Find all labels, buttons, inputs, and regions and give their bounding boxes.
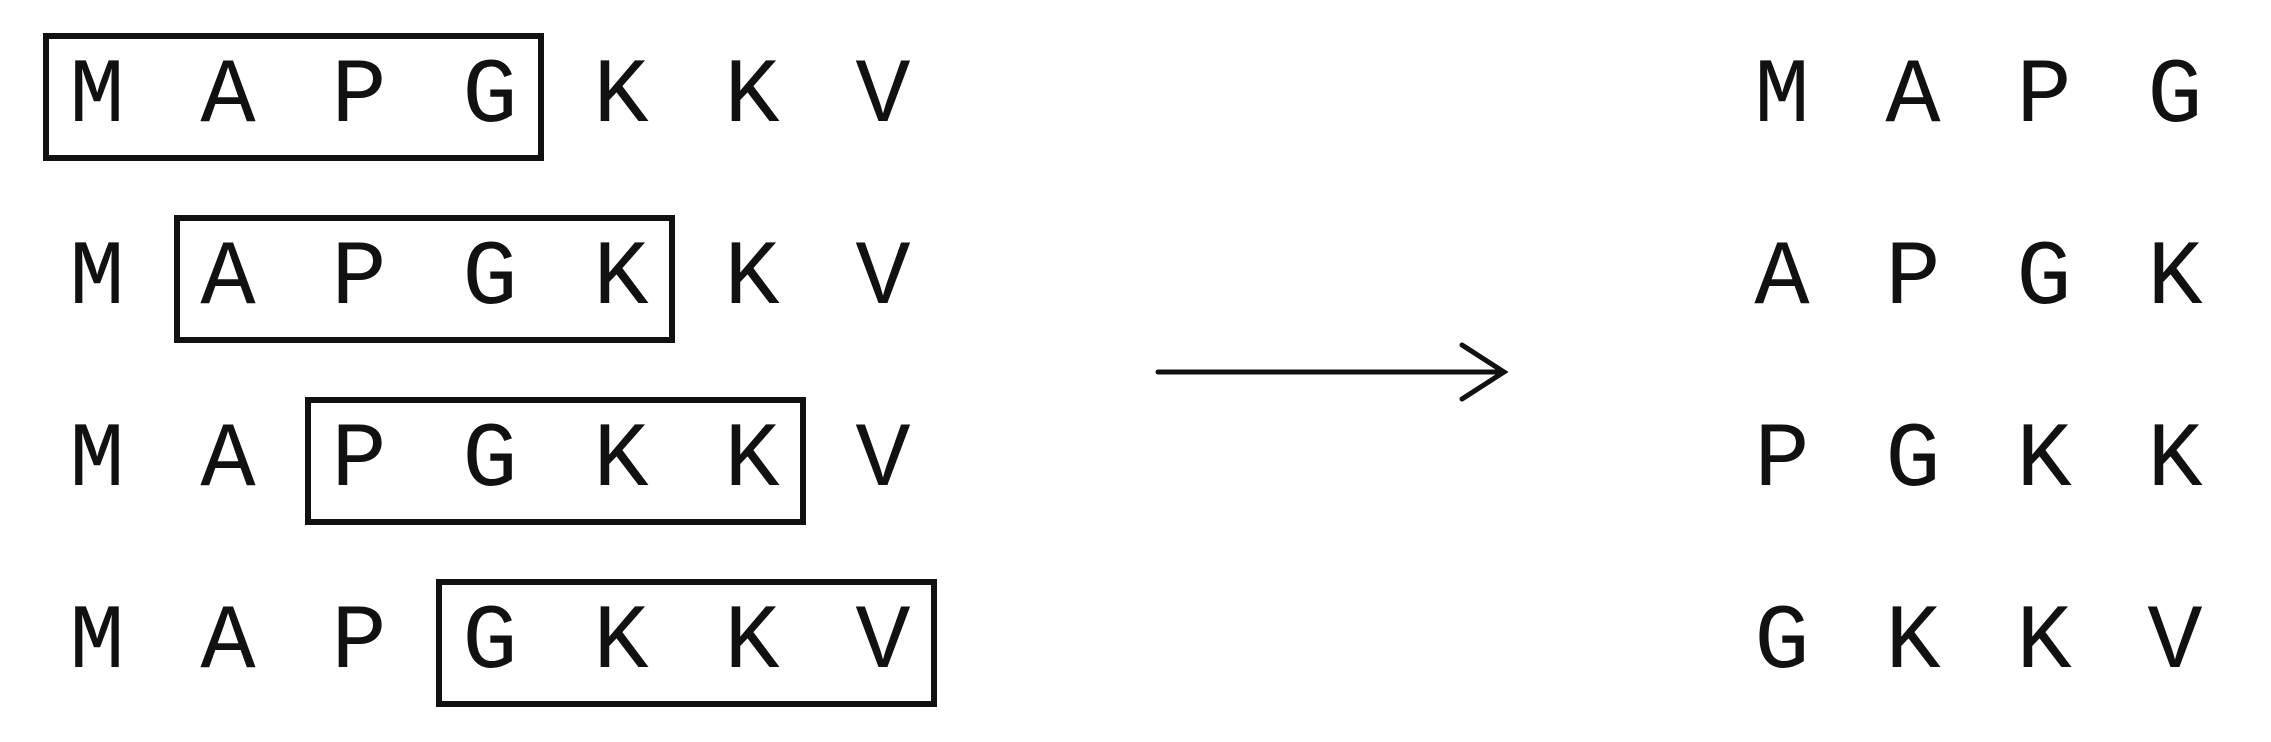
sequence-letter: K — [593, 44, 649, 149]
window-letter: K — [2016, 590, 2072, 695]
sequence-letter: K — [724, 226, 780, 331]
window-letter: G — [1754, 590, 1810, 695]
window-letter: M — [1754, 44, 1810, 149]
sequence-letter: M — [69, 44, 125, 149]
window-box — [305, 397, 806, 525]
sequence-letter: V — [855, 590, 911, 695]
sequence-letter: K — [724, 590, 780, 695]
window-letter: P — [2016, 44, 2072, 149]
window-letter: G — [2016, 226, 2072, 331]
window-box — [174, 215, 675, 343]
sequence-letter: M — [69, 408, 125, 513]
sequence-letter: M — [69, 226, 125, 331]
window-letter: K — [2147, 226, 2203, 331]
window-letter: P — [1754, 408, 1810, 513]
sequence-letter: A — [200, 408, 256, 513]
sequence-letter: P — [331, 590, 387, 695]
sequence-letter: A — [200, 44, 256, 149]
sequence-letter: A — [200, 590, 256, 695]
window-letter: K — [1885, 590, 1941, 695]
sequence-letter: K — [593, 590, 649, 695]
window-letter: A — [1885, 44, 1941, 149]
sequence-letter: K — [724, 408, 780, 513]
sequence-letter: P — [331, 226, 387, 331]
sequence-letter: V — [855, 44, 911, 149]
sequence-letter: K — [724, 44, 780, 149]
window-letter: G — [2147, 44, 2203, 149]
sequence-letter: V — [855, 226, 911, 331]
sequence-letter: K — [593, 408, 649, 513]
window-letter: K — [2016, 408, 2072, 513]
sequence-letter: G — [462, 408, 518, 513]
window-letter: G — [1885, 408, 1941, 513]
sequence-letter: M — [69, 590, 125, 695]
sequence-letter: K — [593, 226, 649, 331]
sequence-letter: V — [855, 408, 911, 513]
window-letter: K — [2147, 408, 2203, 513]
sequence-letter: A — [200, 226, 256, 331]
sequence-letter: P — [331, 408, 387, 513]
window-letter: A — [1754, 226, 1810, 331]
window-box — [43, 33, 544, 161]
sequence-letter: G — [462, 44, 518, 149]
sequence-letter: G — [462, 590, 518, 695]
window-letter: V — [2147, 590, 2203, 695]
sequence-letter: G — [462, 226, 518, 331]
window-letter: P — [1885, 226, 1941, 331]
sequence-letter: P — [331, 44, 387, 149]
window-box — [436, 579, 937, 707]
